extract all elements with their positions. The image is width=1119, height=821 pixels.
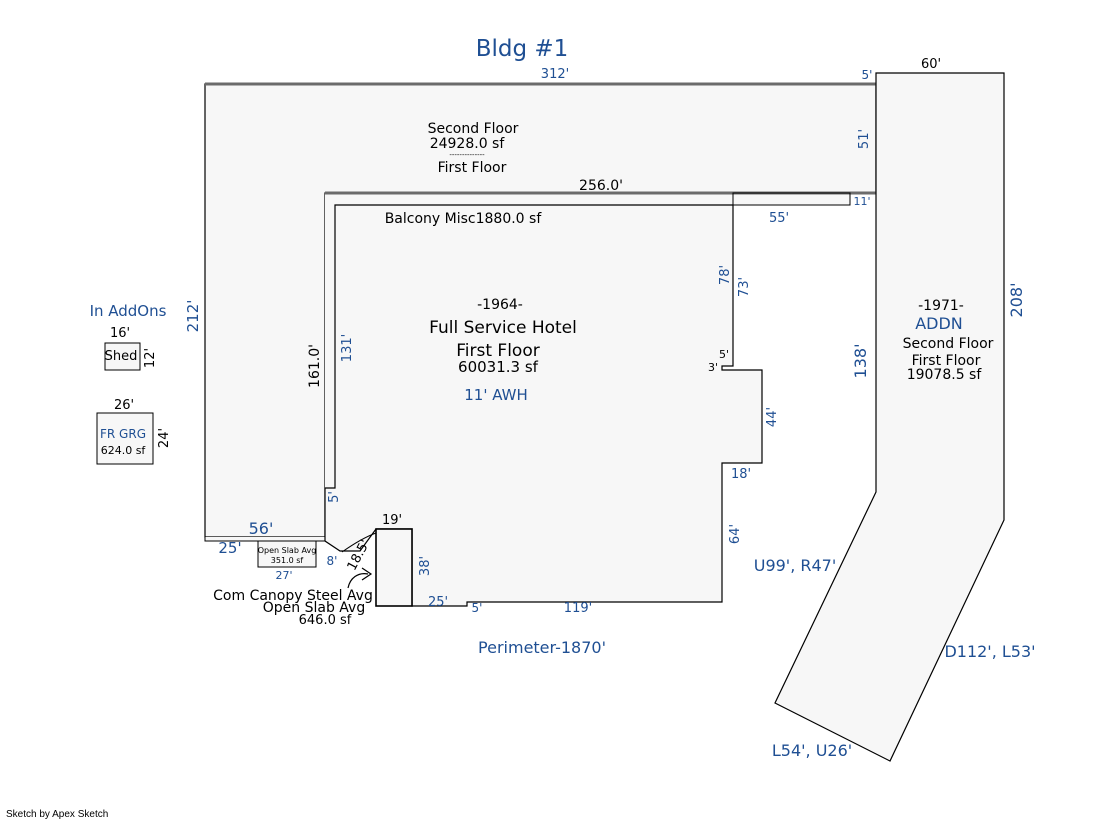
dim-25: 25' — [218, 539, 241, 557]
dim-19: 19' — [382, 513, 402, 528]
main-use: Full Service Hotel — [429, 318, 577, 338]
dim-119: 119' — [564, 601, 592, 616]
addn-area: 19078.5 sf — [907, 367, 983, 383]
canopy-area: 646.0 sf — [299, 613, 352, 628]
vector-label-3: L54', U26' — [772, 741, 852, 760]
addons-heading: In AddOns — [90, 302, 167, 320]
dim-161: 161.0' — [307, 344, 323, 388]
shed-depth: 12' — [143, 348, 158, 368]
canopy-line-1: Com Canopy Steel Avg — [213, 588, 373, 604]
canopy-line-2: Open Slab Avg — [263, 600, 365, 616]
dim-78: 78' — [718, 265, 733, 285]
addn-year: -1971- — [918, 298, 964, 314]
main-year: -1964- — [477, 297, 523, 313]
dim-5-step: 5' — [719, 348, 729, 361]
dim-38: 38' — [418, 556, 433, 576]
upper-floor-area: 24928.0 sf — [430, 136, 506, 152]
sketch-credit: Sketch by Apex Sketch — [6, 809, 109, 820]
dim-8: 8' — [327, 554, 338, 568]
open-slab-area: 351.0 sf — [271, 556, 304, 565]
addn-floor-2: First Floor — [912, 353, 981, 369]
shed-width: 16' — [110, 326, 130, 341]
dim-208: 208' — [1007, 283, 1026, 318]
open-slab-label: Open Slab Avg — [258, 546, 317, 555]
garage-depth: 24' — [157, 428, 172, 448]
open-slab-shape — [204, 537, 325, 568]
balcony-shape — [325, 192, 851, 489]
dim-5-left: 5' — [327, 491, 342, 503]
dim-top-right-5: 5' — [862, 68, 873, 82]
dim-3: 3' — [708, 361, 718, 374]
dim-256: 256.0' — [579, 178, 623, 194]
garage-width: 26' — [114, 398, 134, 413]
dim-56: 56' — [249, 519, 274, 538]
wall-height: 11' AWH — [464, 386, 528, 404]
dim-55: 55' — [769, 211, 789, 226]
garage-shape — [96, 412, 154, 465]
dim-51: 51' — [857, 129, 872, 149]
balcony-label: Balcony Misc1880.0 sf — [385, 211, 543, 227]
addn-name: ADDN — [915, 314, 963, 333]
addn-shape — [774, 72, 1005, 762]
upper-first-floor: First Floor — [438, 160, 507, 176]
dim-73: 73' — [737, 277, 752, 297]
garage-area: 624.0 sf — [101, 444, 147, 457]
open-slab-width: 27' — [275, 569, 292, 582]
dim-5b: 5' — [472, 601, 483, 615]
dim-44: 44' — [765, 407, 780, 427]
upper-floor-label: Second Floor — [428, 121, 519, 137]
perimeter-label: Perimeter-1870' — [478, 638, 606, 657]
upper-divider: -------------- — [449, 151, 485, 159]
main-building-shape — [204, 82, 877, 607]
dim-left: 212' — [184, 300, 202, 333]
dim-addn-top: 60' — [921, 57, 941, 72]
addn-floor-1: Second Floor — [903, 336, 994, 352]
garage-label: FR GRG — [100, 427, 146, 441]
shed-shape — [104, 342, 141, 371]
dim-11: 11' — [853, 195, 870, 208]
dim-131: 131' — [340, 334, 355, 362]
vector-label-1: U99', R47' — [754, 556, 837, 575]
dim-64: 64' — [728, 524, 743, 544]
main-floor: First Floor — [456, 341, 539, 361]
vector-label-2: D112', L53' — [944, 642, 1035, 661]
dim-138: 138' — [851, 344, 870, 379]
shed-label: Shed — [105, 349, 138, 364]
main-area: 60031.3 sf — [458, 358, 539, 376]
dim-top: 312' — [541, 67, 569, 82]
dim-25b: 25' — [428, 595, 448, 610]
canopy-shape — [341, 528, 413, 607]
dim-18: 18' — [731, 467, 751, 482]
sketch-title: Bldg #1 — [476, 36, 569, 62]
